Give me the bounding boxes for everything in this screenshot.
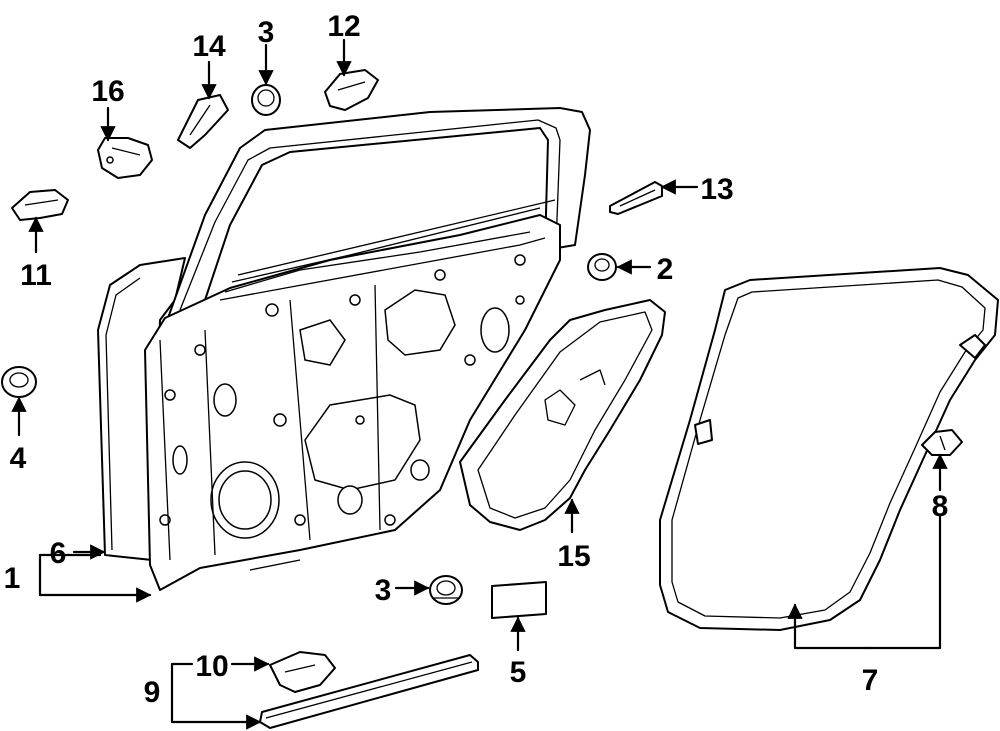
callout-7: 7	[862, 664, 879, 697]
seal-13	[609, 181, 663, 215]
service-hole-cover	[459, 299, 666, 531]
callout-3-lower: 3	[375, 574, 392, 607]
callout-16: 16	[91, 75, 124, 108]
callout-4: 4	[10, 442, 27, 475]
callout-6: 6	[50, 537, 67, 570]
label-sticker	[491, 581, 547, 619]
callout-2: 2	[657, 253, 674, 286]
callout-8: 8	[932, 490, 949, 523]
grommet-lower	[429, 575, 463, 605]
callout-11: 11	[20, 259, 52, 292]
callout-13: 13	[700, 173, 733, 206]
weatherstrip-clip	[921, 429, 963, 456]
door-weatherstrip	[659, 267, 999, 631]
glass-channel-14	[177, 94, 229, 149]
bracket-16	[97, 137, 153, 179]
callout-3-upper: 3	[258, 16, 275, 49]
grommet-upper	[251, 84, 281, 116]
door-frame-shell	[144, 107, 591, 591]
callout-14: 14	[192, 30, 226, 63]
callout-5: 5	[510, 656, 527, 689]
moulding-clip	[269, 651, 336, 693]
bracket-12	[324, 69, 379, 111]
callout-1: 1	[4, 562, 21, 595]
callout-10: 10	[195, 650, 228, 683]
callout-15: 15	[557, 540, 590, 573]
bracket-11	[11, 189, 69, 221]
callout-labels: 1 2 3 3 4 5 6 7 8 9 10 11 12 13 14 15 16	[4, 10, 949, 709]
door-bumper	[1, 366, 37, 398]
callout-9: 9	[144, 676, 161, 709]
callout-12: 12	[327, 10, 360, 43]
leader-lines	[11, 38, 948, 730]
grommet-2	[587, 253, 617, 281]
